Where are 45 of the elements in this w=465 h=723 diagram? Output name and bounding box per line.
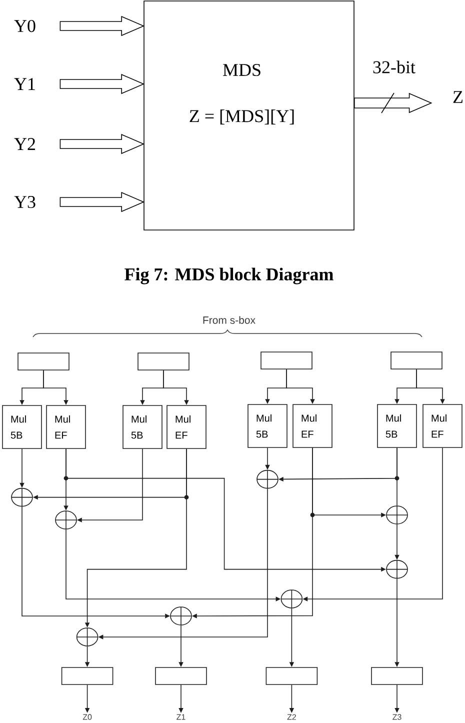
process-box: Mul 5B — [377, 404, 417, 448]
figure-caption: Fig 7: MDS block Diagram — [124, 268, 334, 284]
connector-line — [396, 448, 398, 506]
empty-box — [260, 352, 312, 370]
process-box: Mul 5B — [122, 405, 162, 449]
brace-label: From s-box — [203, 316, 256, 324]
empty-box — [18, 352, 70, 370]
process-box: Mul EF — [46, 405, 86, 449]
process-box: Mul 5B — [248, 404, 288, 448]
empty-box — [138, 352, 190, 370]
empty-box — [371, 667, 423, 685]
xor-symbol — [386, 560, 408, 579]
box-title: MDS — [223, 64, 260, 76]
empty-box — [61, 667, 114, 685]
output-label: Z — [453, 91, 462, 103]
xor-symbol — [11, 488, 33, 507]
block-arrow — [60, 16, 145, 36]
output-label: Z3 — [392, 714, 402, 720]
process-box — [144, 0, 354, 230]
process-box: Mul EF — [292, 404, 332, 448]
process-box: Mul EF — [422, 404, 462, 448]
xor-symbol — [55, 510, 77, 530]
block-arrow — [354, 92, 432, 114]
output-label: Z0 — [82, 714, 92, 720]
xor-symbol — [76, 628, 98, 646]
empty-box — [155, 667, 207, 685]
formula: Z = [MDS][Y] — [190, 110, 294, 124]
output-label: Z1 — [176, 714, 186, 720]
block-arrow — [60, 134, 145, 154]
block-arrow — [60, 192, 145, 212]
output-label: Z2 — [287, 714, 296, 720]
xor-symbol — [280, 590, 303, 608]
xor-symbol — [170, 606, 192, 626]
input-label: Y2 — [14, 138, 35, 150]
empty-box — [390, 352, 442, 370]
empty-box — [266, 667, 318, 685]
input-label: Y1 — [14, 78, 35, 90]
xor-symbol — [386, 506, 408, 524]
xor-symbol — [256, 470, 278, 489]
block-arrow — [60, 74, 145, 94]
input-label: Y0 — [14, 20, 36, 32]
process-box: Mul EF — [166, 405, 206, 449]
edge-label: 32-bit — [373, 60, 416, 74]
input-label: Y3 — [14, 196, 36, 208]
process-box: Mul 5B — [2, 405, 42, 449]
